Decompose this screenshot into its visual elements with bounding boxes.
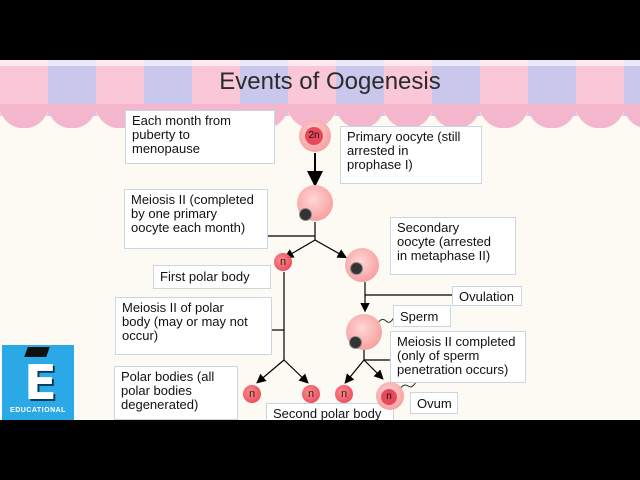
arrow-to-ovum: [363, 359, 384, 380]
second-polar-body-cell: n: [335, 385, 353, 403]
label-sperm: Sperm: [393, 305, 451, 327]
label-polar-bodies: Polar bodies (all polar bodies degenerat…: [114, 366, 238, 420]
arrow-polar-right: [283, 359, 309, 384]
ovum-cell: n: [376, 382, 404, 410]
logo-letter: E: [24, 355, 57, 411]
sperm-tail-icon: [399, 381, 417, 390]
chromosome-mark: [347, 259, 366, 278]
label-meiosis-ii-completed: Meiosis II (completed by one primary ooc…: [124, 189, 268, 249]
diagram-title: Events of Oogenesis: [219, 68, 441, 95]
label-first-polar-body: First polar body: [153, 265, 271, 289]
polar-body-cell: n: [302, 385, 320, 403]
first-polar-body-cell: n: [274, 253, 292, 271]
diagram-stage: Events of Oogenesis Each month from pube…: [0, 60, 640, 420]
arrow-polar-left: [256, 359, 285, 384]
secondary-oocyte-cell: [345, 248, 379, 282]
connector-lines: [256, 153, 452, 390]
arrow-to-secondary: [314, 239, 348, 259]
dividing-oocyte-cell: [296, 185, 333, 224]
fertilized-oocyte-cell: [346, 314, 382, 352]
arrow-to-second-polar: [344, 359, 365, 384]
educational-logo: E EDUCATIONAL: [2, 345, 74, 420]
label-ovum: Ovum: [410, 392, 458, 414]
label-meiosis-ii-sperm: Meiosis II completed (only of sperm pene…: [390, 331, 526, 383]
ovum-nucleus: n: [381, 389, 397, 405]
logo-text: EDUCATIONAL: [10, 407, 66, 414]
primary-oocyte-cell: 2n: [299, 120, 331, 152]
label-second-polar-body: Second polar body: [266, 403, 394, 420]
arrow-to-first-polar: [283, 239, 316, 259]
label-meiosis-ii-polar: Meiosis II of polar body (may or may not…: [115, 297, 272, 355]
nucleus-2n: 2n: [305, 127, 323, 145]
label-secondary-oocyte: Secondary oocyte (arrested in metaphase …: [390, 217, 516, 275]
polar-body-cell: n: [243, 385, 261, 403]
label-each-month: Each month from puberty to menopause: [125, 110, 275, 164]
label-primary-oocyte: Primary oocyte (still arrested in propha…: [340, 126, 482, 184]
label-ovulation: Ovulation: [452, 286, 522, 306]
